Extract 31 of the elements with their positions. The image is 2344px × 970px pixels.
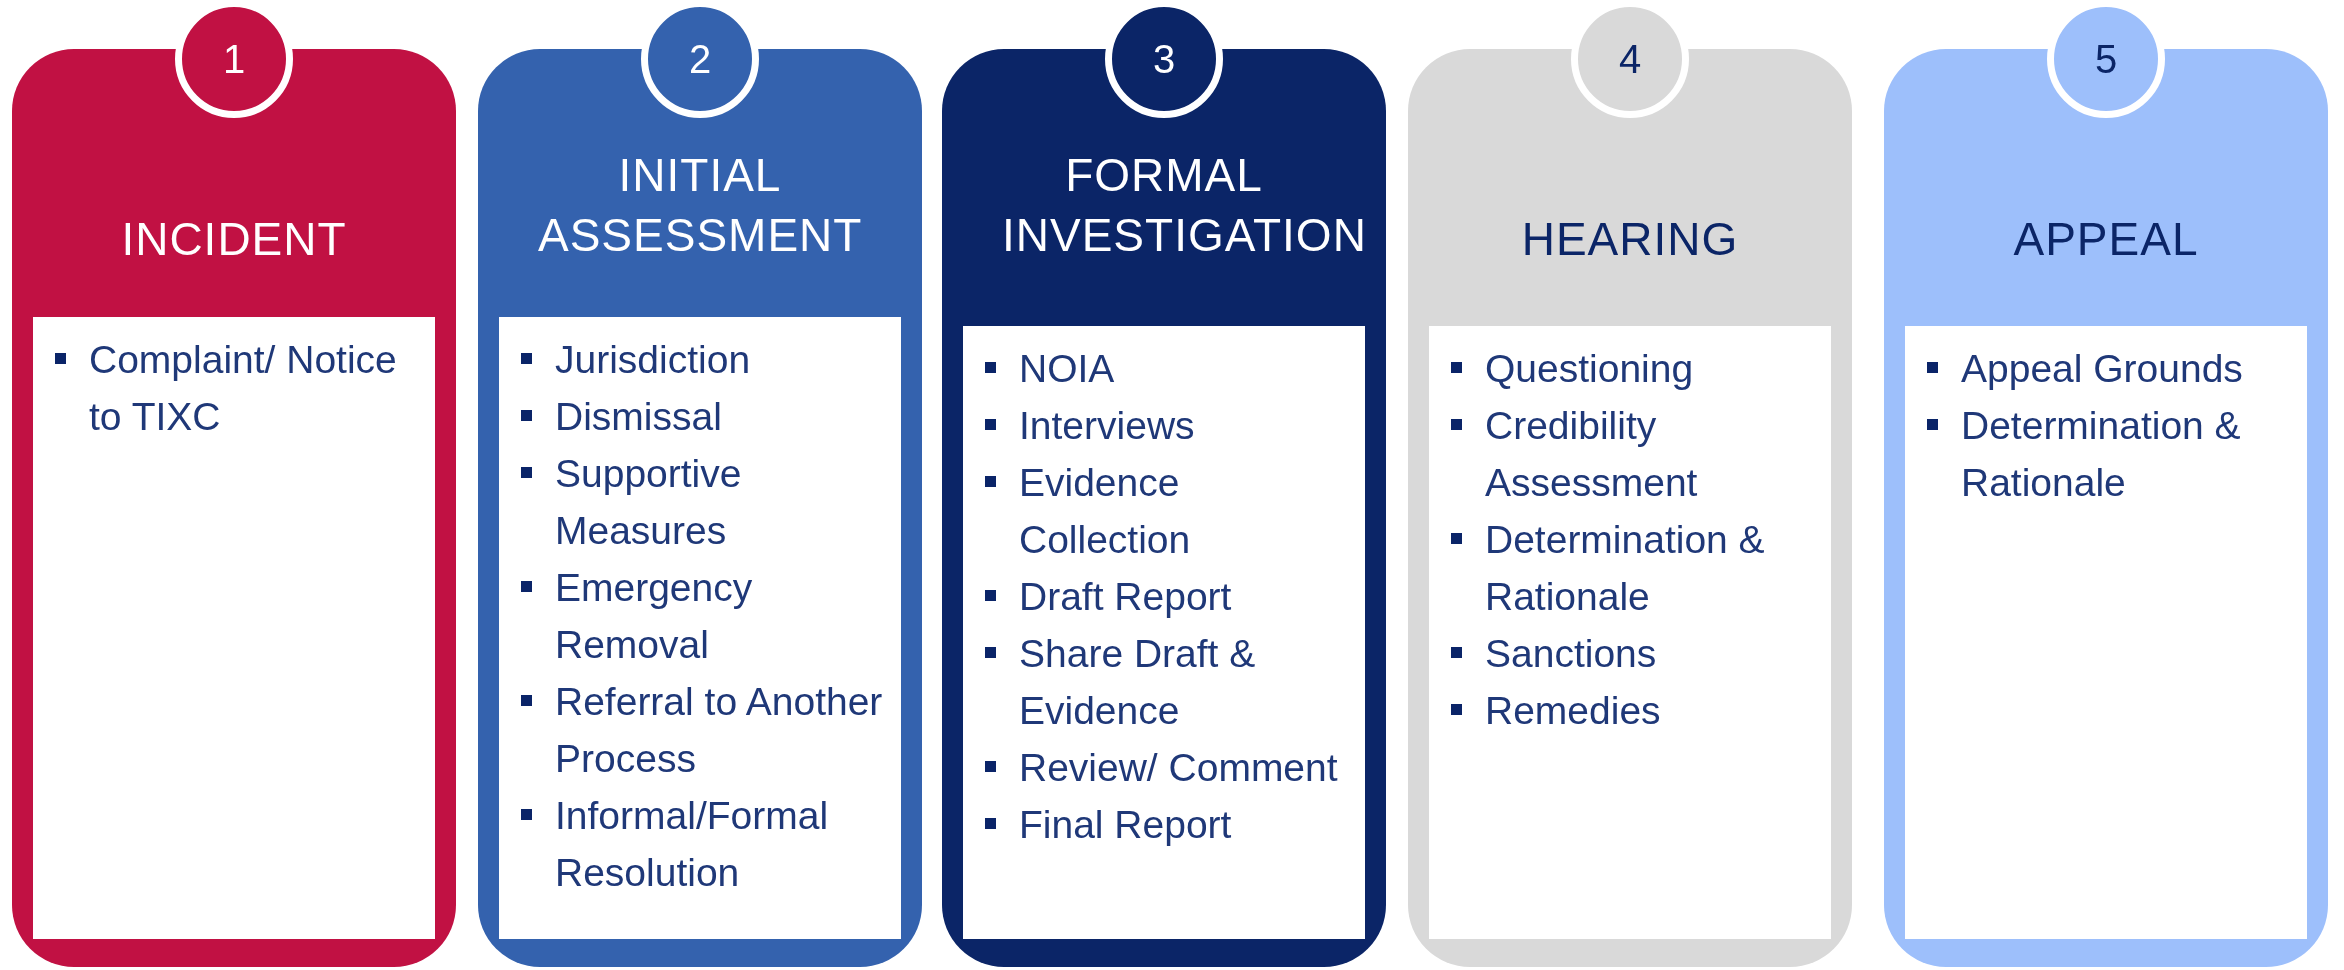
bullet-item: Determination & Rationale [1925,397,2295,511]
list-panel [33,317,435,939]
bullet-item: Determination & Rationale [1449,511,1819,625]
stage-heading: FORMAL INVESTIGATION [1001,148,1368,263]
stage-heading: INITIAL ASSESSMENT [537,148,864,263]
bullet-item: Questioning [1449,340,1819,397]
bullet-item: Credibility Assessment [1449,397,1819,511]
bullet-item: Referral to Another Process [519,673,889,787]
stage-heading: HEARING [1520,212,1740,267]
bullet-item: Dismissal [519,388,889,445]
list-panel [1905,326,2307,939]
list-panel [963,326,1365,939]
bullet-item: Supportive Measures [519,445,889,559]
bullet-item: Share Draft & Evidence [983,625,1353,739]
bullet-item: Appeal Grounds [1925,340,2295,397]
bullet-item: Interviews [983,397,1353,454]
stage-heading: INCIDENT [120,212,348,267]
bullet-item: Remedies [1449,682,1819,739]
bullet-item: Review/ Comment [983,739,1353,796]
stage-heading: APPEAL [2012,212,2200,267]
bullet-item: Final Report [983,796,1353,853]
bullet-item: Draft Report [983,568,1353,625]
bullet-item: Jurisdiction [519,331,889,388]
bullet-item: Sanctions [1449,625,1819,682]
bullet-item: Emergency Removal [519,559,889,673]
list-panel [499,317,901,939]
bullet-item: Informal/Formal Resolution [519,787,889,901]
bullet-item: NOIA [983,340,1353,397]
list-panel [1429,326,1831,939]
bullet-item: Evidence Collection [983,454,1353,568]
bullet-item: Complaint/ Notice to TIXC [53,331,423,445]
